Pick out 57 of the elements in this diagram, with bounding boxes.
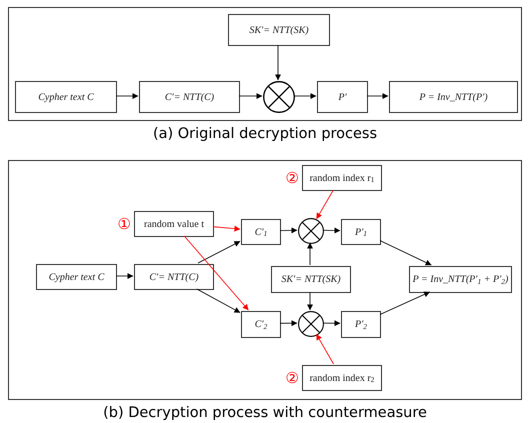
arrow: [307, 242, 313, 266]
step-number: ②: [286, 170, 299, 186]
arrow: [275, 44, 281, 80]
arrow: [294, 93, 316, 99]
box-label: SK′= NTT(SK): [281, 273, 341, 287]
process-box: [271, 266, 351, 293]
arrow: [280, 320, 298, 326]
box-label: Cypher text C: [48, 270, 104, 284]
arrow: [366, 93, 388, 99]
multiplier-circle: [298, 311, 324, 337]
arrow: [307, 292, 313, 310]
step-number: ②: [286, 370, 299, 386]
arrow: [184, 236, 249, 310]
process-box: [389, 81, 518, 113]
process-box: [134, 264, 214, 290]
box-label: P′$_{2}$: [354, 318, 368, 332]
arrow: [316, 334, 334, 364]
arrow: [380, 240, 432, 266]
box-label: C′$_{2}$: [254, 318, 268, 332]
arrow: [116, 93, 138, 99]
process-box: [341, 311, 381, 338]
step-number: ①: [118, 216, 131, 232]
panel-caption: (a) Original decryption process: [152, 126, 378, 142]
arrow: [322, 320, 340, 326]
arrow: [322, 228, 340, 234]
arrow: [380, 292, 430, 315]
process-box: [317, 81, 368, 113]
box-label: SK′= NTT(SK): [249, 24, 309, 38]
arrow: [238, 93, 262, 99]
arrow: [196, 288, 240, 313]
box-label: P = Inv_NTT(P′$_{1}$ + P′$_{2}$): [412, 273, 508, 287]
arrow: [280, 227, 298, 234]
multiplier-circle: [263, 81, 295, 113]
arrow: [316, 190, 334, 220]
process-box: [228, 14, 330, 46]
panel-caption: (b) Decryption process with countermeasure: [103, 405, 427, 421]
process-box: [241, 219, 281, 245]
box-label: Cypher text C: [38, 90, 94, 104]
arrow: [212, 226, 240, 232]
process-box: [36, 264, 117, 290]
process-box: [15, 81, 117, 113]
process-box: [341, 219, 381, 245]
arrow: [198, 240, 240, 264]
box-label: random value t: [144, 218, 204, 232]
box-label: random index r$_{2}$: [310, 372, 374, 386]
box-label: C′$_{1}$: [254, 226, 268, 240]
multiplier-circle: [298, 218, 324, 244]
box-label: random index r$_{1}$: [310, 172, 374, 186]
box-label: C′= NTT(C): [164, 90, 214, 104]
process-box: [409, 266, 512, 293]
box-label: C′= NTT(C): [149, 270, 199, 284]
arrow: [116, 273, 134, 279]
process-box: [241, 311, 281, 338]
box-label: P = Inv_NTT(P′): [419, 90, 488, 104]
box-label: P′$_{1}$: [354, 226, 368, 240]
box-label: P′: [338, 90, 347, 104]
process-box: [139, 81, 240, 113]
